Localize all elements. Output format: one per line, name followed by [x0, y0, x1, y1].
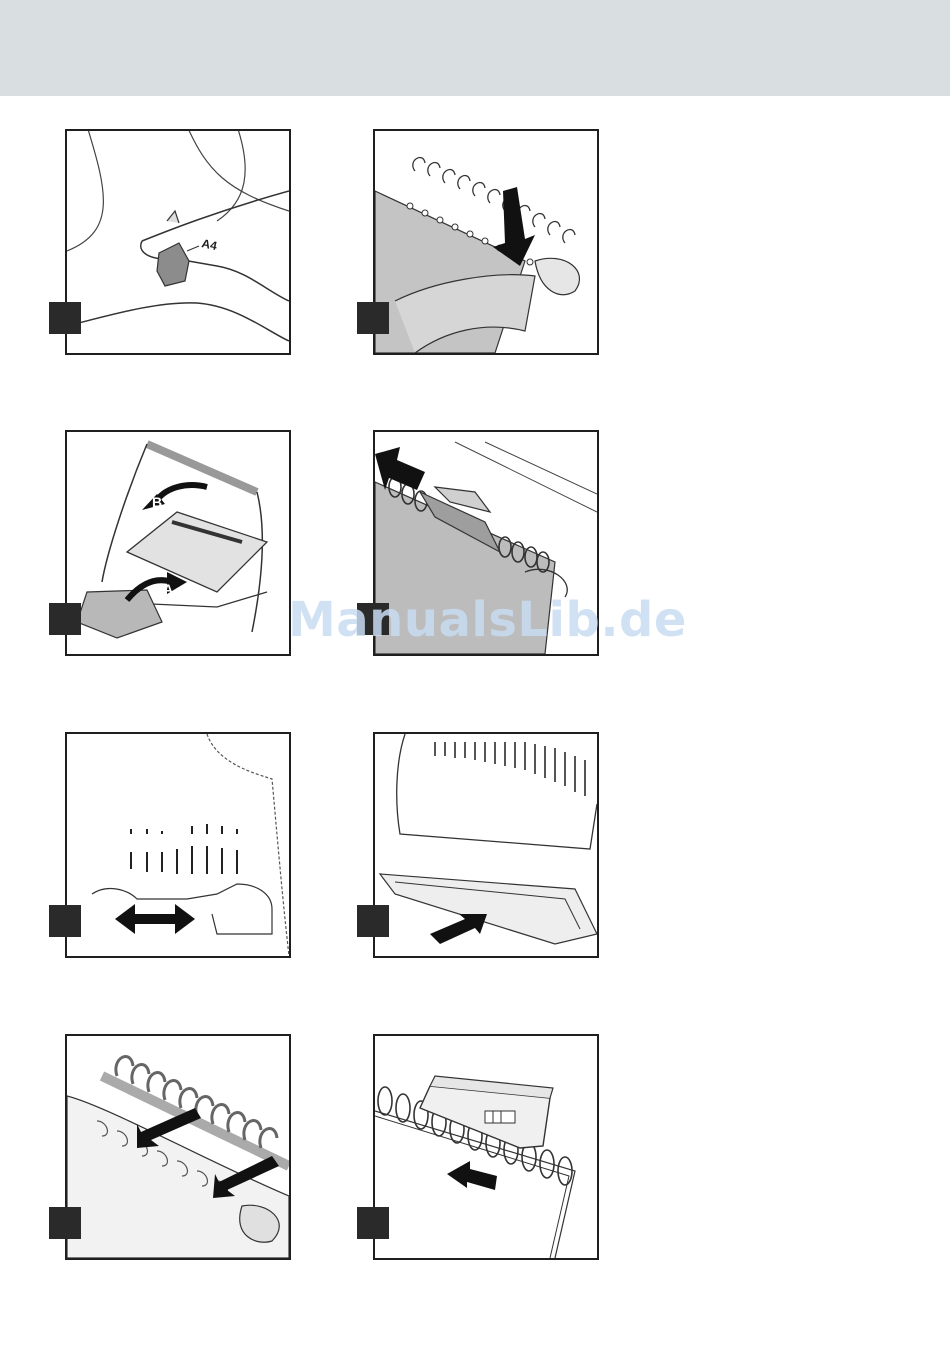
figure-3-label-b: B	[152, 494, 162, 510]
figure-1-panel: A4	[65, 129, 291, 355]
figure-6-panel	[373, 732, 599, 958]
figure-7-panel	[65, 1034, 291, 1260]
step-marker-8	[357, 1207, 389, 1239]
figure-2-illustration	[375, 131, 597, 353]
figure-8-panel	[373, 1034, 599, 1260]
figure-1-label-a4: A4	[200, 236, 218, 253]
figure-3-illustration: A B	[67, 432, 289, 654]
figure-3-panel: A B	[65, 430, 291, 656]
watermark-text: ManualsLib.de	[288, 592, 668, 652]
step-marker-5	[49, 905, 81, 937]
step-marker-2	[357, 302, 389, 334]
figure-5-panel	[65, 732, 291, 958]
figure-1-illustration: A4	[67, 131, 289, 353]
figure-2-panel	[373, 129, 599, 355]
figure-3-label-a: A	[163, 581, 173, 597]
figure-6-illustration	[375, 734, 597, 956]
step-marker-1	[49, 302, 81, 334]
step-marker-3	[49, 603, 81, 635]
figure-8-illustration	[375, 1036, 597, 1258]
step-marker-6	[357, 905, 389, 937]
header-band	[0, 0, 950, 96]
step-marker-7	[49, 1207, 81, 1239]
figure-7-illustration	[67, 1036, 289, 1258]
figure-5-illustration	[67, 734, 289, 956]
